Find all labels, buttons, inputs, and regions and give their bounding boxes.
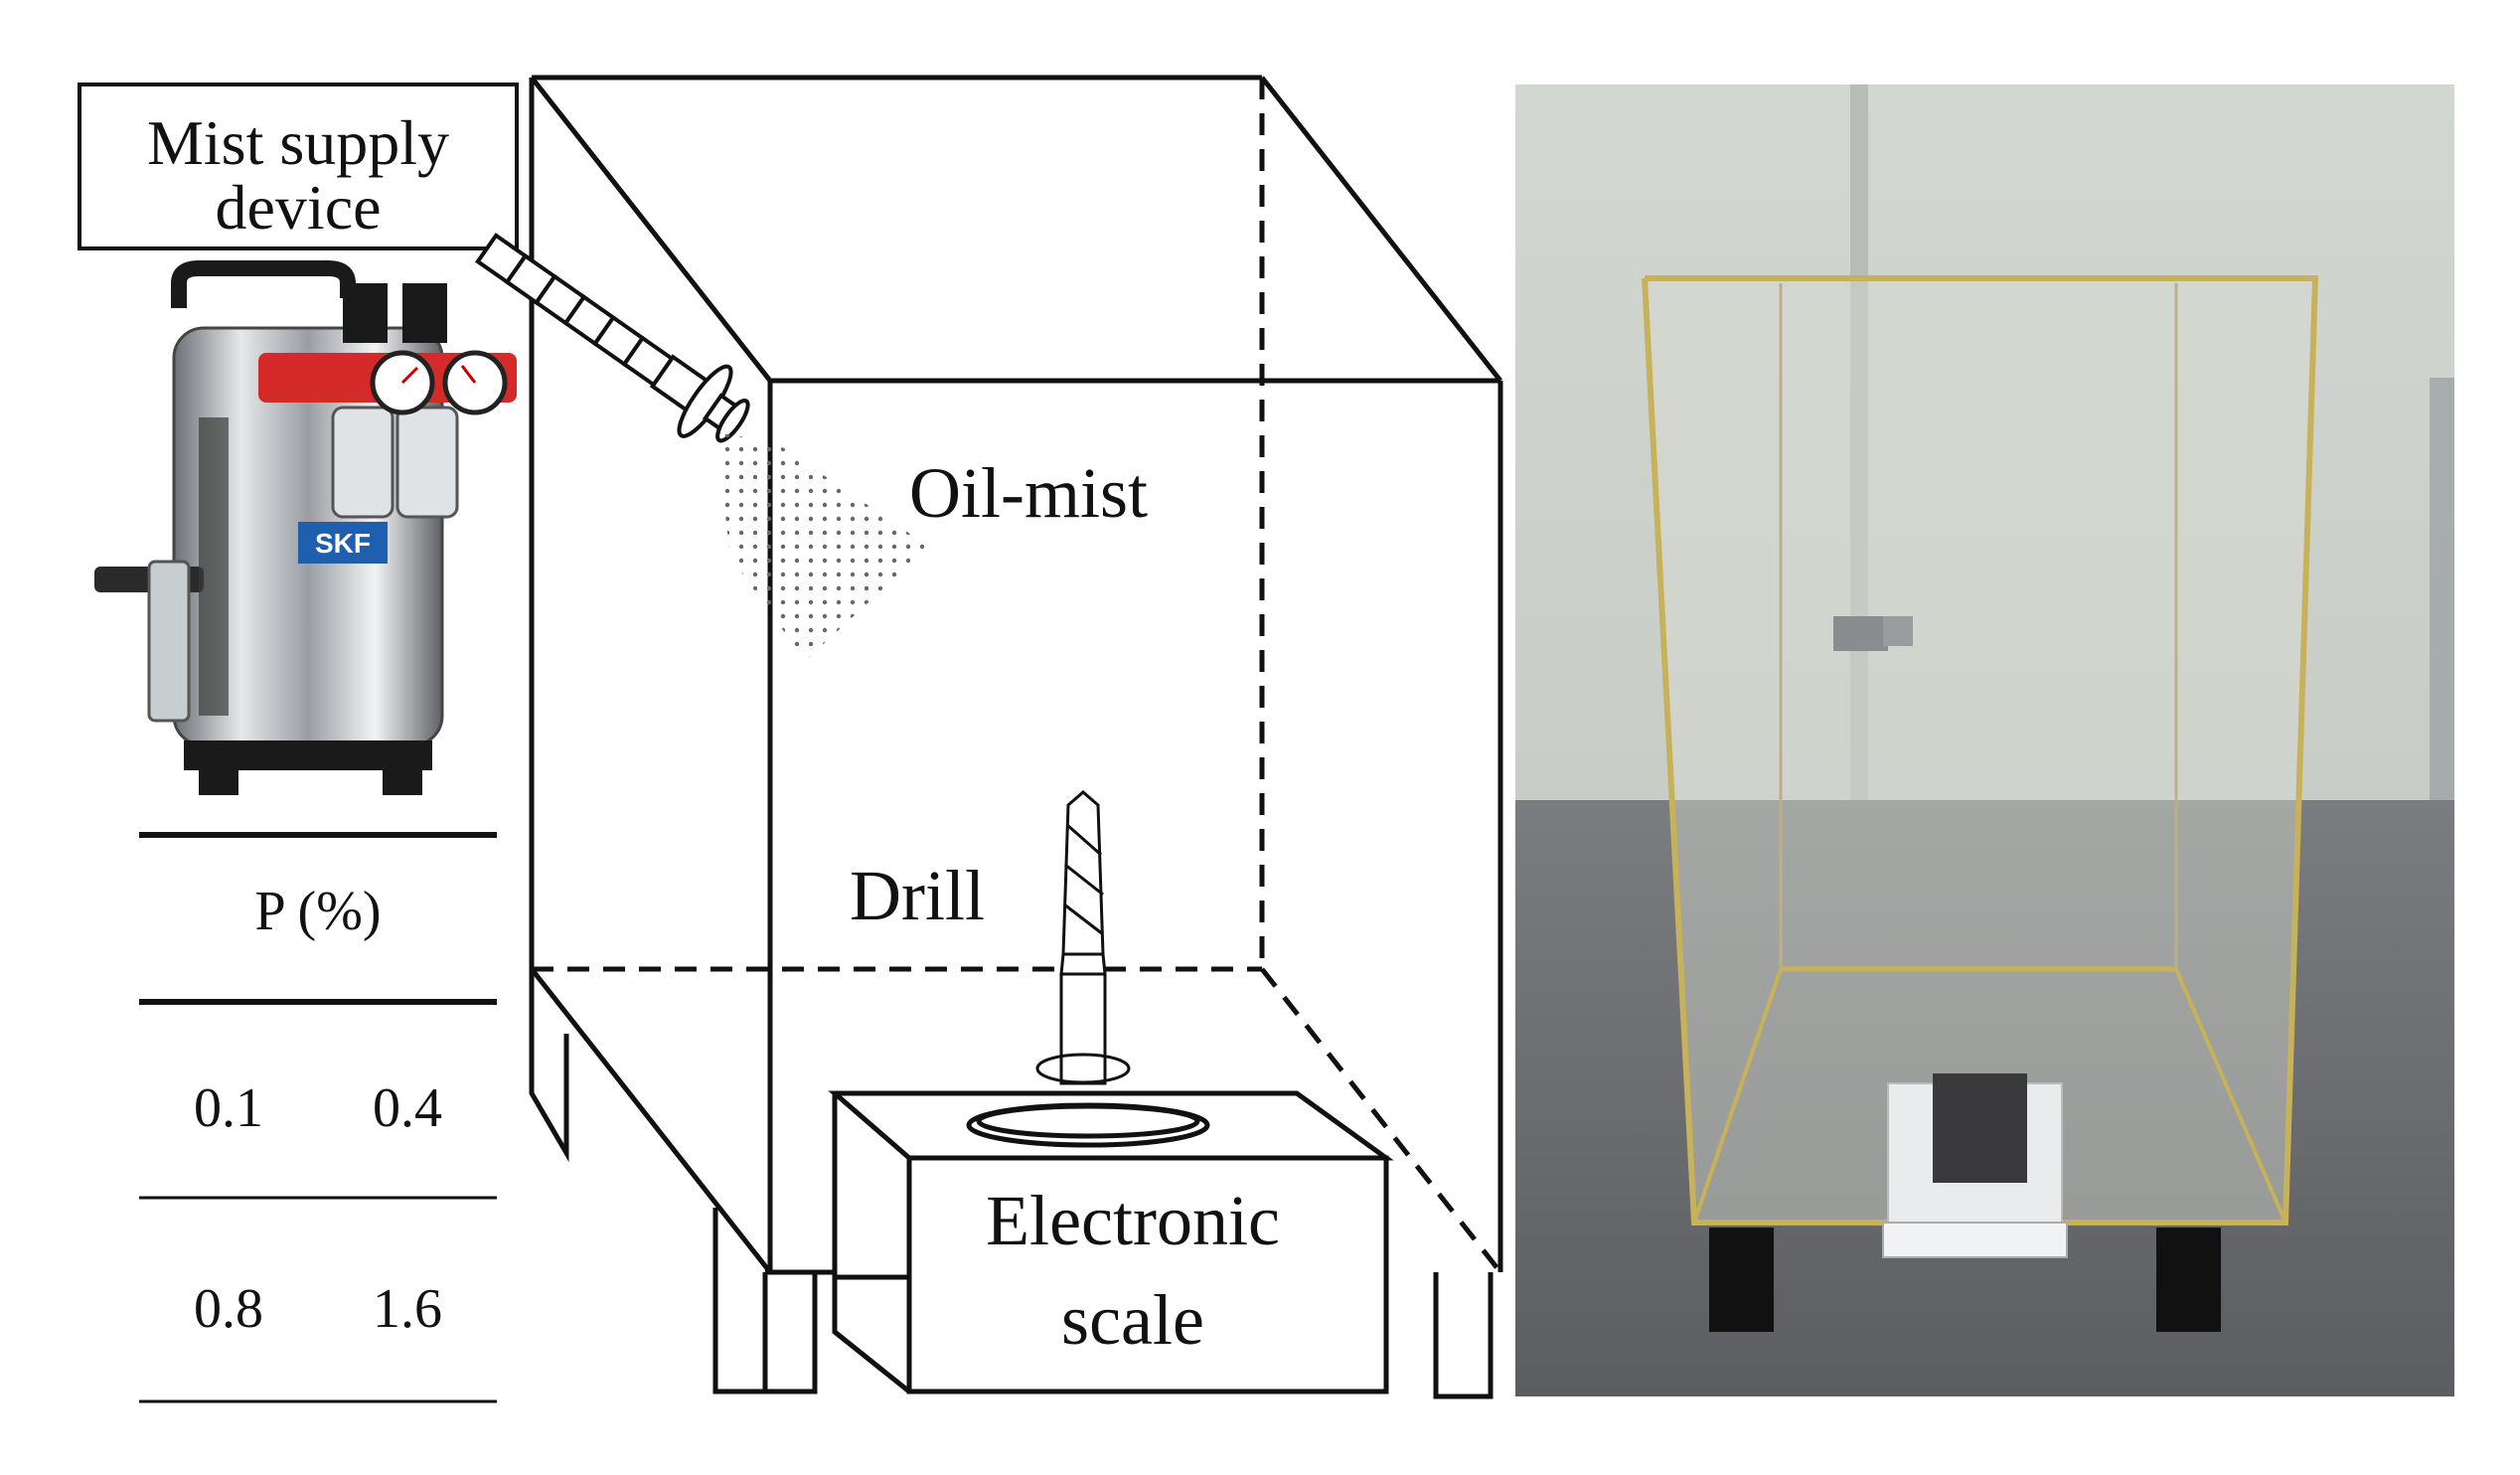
drill-collar (1035, 1053, 1131, 1084)
table-cell: 0.8 (194, 1278, 263, 1340)
pressure-table: P (%) 0.1 0.4 0.8 1.6 (139, 832, 497, 1403)
scale-pan-inner (976, 1103, 1200, 1139)
drill-label: Drill (850, 856, 985, 935)
leg-back-left (529, 969, 569, 1163)
scale-left-side (832, 1093, 911, 1393)
leg-front-left (712, 1208, 768, 1394)
enclosure-top-left (530, 76, 772, 383)
drill-shoulder (1059, 952, 1107, 976)
drill-shank (1059, 972, 1107, 1085)
table-cell: 0.1 (194, 1077, 263, 1139)
scale-front (906, 1155, 1389, 1394)
electronic-scale (828, 1090, 1394, 1394)
enclosure-photo (1515, 84, 2454, 1396)
drill-flutes (1063, 823, 1104, 936)
filter-cap-2 (402, 283, 447, 343)
mist-supply-box (78, 82, 519, 250)
mist-dots (715, 432, 929, 661)
enclosure-bottom-left (530, 967, 772, 1274)
drill-flute-body (1061, 790, 1105, 956)
photo-nozzle (1833, 616, 1888, 651)
table-cell: 1.6 (373, 1278, 442, 1340)
photo-leg-right (2156, 1228, 2221, 1332)
enclosure-bottom-right (1260, 967, 1502, 1274)
mist-supply-label: Mist supply device (78, 82, 519, 250)
acrylic-box (1645, 278, 2315, 1223)
scale-label-line2: scale (1061, 1280, 1204, 1360)
enclosure-schematic (529, 75, 1503, 1399)
side-column (199, 417, 229, 716)
brand-badge (298, 522, 388, 564)
leg-front-left-side (765, 1269, 818, 1394)
mist-supply-device-image: SKF (94, 260, 517, 795)
filter-cap-1 (343, 283, 388, 343)
photo-leg-left (1709, 1228, 1774, 1332)
drill (1035, 790, 1131, 1085)
device-handle (171, 260, 356, 308)
mist-supply-text-line1: Mist supply (147, 107, 449, 178)
leg-front-right (1433, 1272, 1494, 1399)
oil-mist-spray (715, 432, 929, 661)
scale-top (828, 1090, 1394, 1161)
oil-mist-label: Oil-mist (909, 453, 1148, 533)
filter-bowl-1 (331, 406, 394, 519)
enclosure-top-right (1260, 76, 1502, 383)
brand-text: SKF (315, 528, 371, 559)
photo-scale-pan (1933, 1073, 2027, 1183)
flow-meter (147, 560, 191, 723)
table-header: P (%) (254, 881, 381, 942)
nozzle (475, 233, 750, 443)
device-base (184, 740, 432, 770)
filter-bowl-2 (395, 406, 459, 519)
table-cell: 0.4 (373, 1077, 442, 1139)
mist-supply-text-line2: device (216, 172, 382, 243)
scale-label-line1: Electronic (986, 1181, 1280, 1260)
